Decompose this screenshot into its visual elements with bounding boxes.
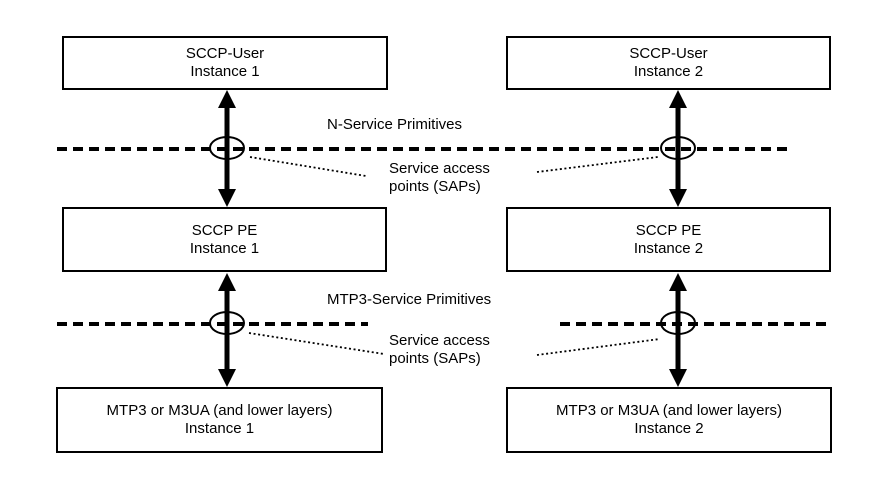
box-sccp-user-instance-1: SCCP-User Instance 1 bbox=[62, 36, 388, 90]
sap-ellipse-icon bbox=[660, 311, 696, 335]
sap-bottom-right-leader-dotted-line bbox=[536, 338, 661, 356]
double-headed-arrow-icon bbox=[669, 273, 687, 387]
sap-ellipse-icon bbox=[209, 311, 245, 335]
box-title: MTP3 or M3UA (and lower layers) bbox=[106, 402, 333, 419]
sap-bottom-label-line2: points (SAPs) bbox=[389, 350, 481, 367]
box-title: SCCP PE bbox=[635, 221, 702, 239]
box-sccp-user-instance-2: SCCP-User Instance 2 bbox=[506, 36, 831, 90]
sap-top-label-line2: points (SAPs) bbox=[389, 178, 481, 195]
sap-ellipse-icon bbox=[660, 136, 696, 160]
box-subtitle: Instance 1 bbox=[190, 63, 260, 80]
sap-top-right-leader-dotted-line bbox=[536, 156, 659, 173]
sap-bottom-label: Service access points (SAPs) bbox=[389, 332, 490, 368]
box-mtp3-instance-2: MTP3 or M3UA (and lower layers) Instance… bbox=[506, 387, 832, 453]
box-mtp3-instance-1: MTP3 or M3UA (and lower layers) Instance… bbox=[56, 387, 383, 453]
box-sccp-pe-instance-2: SCCP PE Instance 2 bbox=[506, 207, 831, 272]
box-subtitle: Instance 1 bbox=[184, 420, 255, 437]
box-title: SCCP-User bbox=[629, 45, 708, 62]
sap-top-label-line1: Service access bbox=[389, 160, 490, 177]
double-headed-arrow-icon bbox=[218, 90, 236, 207]
mtp3-service-primitives-label: MTP3-Service Primitives bbox=[327, 291, 492, 308]
sap-ellipse-icon bbox=[209, 136, 245, 160]
box-sccp-pe-instance-1: SCCP PE Instance 1 bbox=[62, 207, 387, 272]
box-title: SCCP PE bbox=[191, 221, 258, 239]
double-headed-arrow-icon bbox=[218, 273, 236, 387]
n-service-primitives-label: N-Service Primitives bbox=[327, 116, 463, 133]
box-subtitle: Instance 2 bbox=[633, 63, 704, 80]
sap-bottom-label-line1: Service access bbox=[389, 332, 490, 349]
box-subtitle: Instance 2 bbox=[633, 239, 704, 257]
box-title: SCCP-User bbox=[185, 45, 265, 62]
sap-bottom-left-leader-dotted-line bbox=[248, 332, 385, 355]
sap-top-left-leader-dotted-line bbox=[249, 156, 367, 177]
sap-top-label: Service access points (SAPs) bbox=[389, 160, 490, 196]
box-title: MTP3 or M3UA (and lower layers) bbox=[556, 402, 782, 419]
double-headed-arrow-icon bbox=[669, 90, 687, 207]
box-subtitle: Instance 1 bbox=[189, 239, 260, 257]
box-subtitle: Instance 2 bbox=[634, 420, 704, 437]
